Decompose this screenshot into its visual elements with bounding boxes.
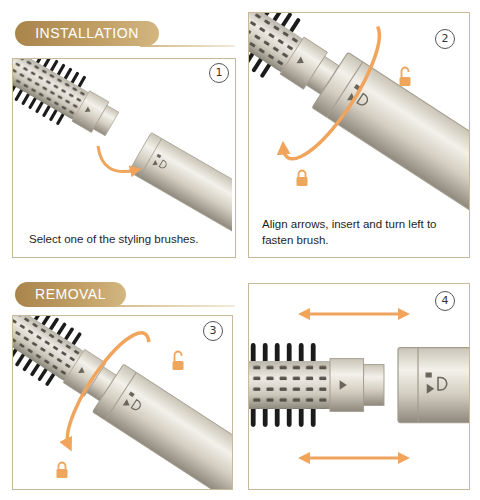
step-number: 4: [435, 291, 455, 311]
heading-rule: [140, 45, 235, 47]
pull-arrow: [304, 313, 404, 316]
turn-arrow: [55, 323, 152, 451]
step-three-art: [13, 316, 232, 489]
turn-arrow: [280, 19, 394, 170]
lock-icon: [57, 463, 68, 479]
heading-rule: [100, 305, 235, 307]
unlock-icon: [400, 68, 411, 87]
step-four-art: [249, 314, 469, 458]
step-one-art: [13, 59, 232, 257]
pull-arrow: [304, 457, 404, 460]
section-heading-pill: INSTALLATION: [15, 21, 159, 46]
step-panel: 4: [248, 283, 470, 490]
insert-arrow: [98, 146, 136, 172]
section-heading-pill: REMOVAL: [15, 282, 126, 307]
step-number: 2: [435, 29, 455, 49]
brush-head: [249, 345, 384, 424]
step-panel: 2Align arrows, insert and turn left to f…: [248, 12, 470, 258]
section-heading: INSTALLATION: [35, 25, 139, 42]
step-panel: 1Select one of the styling brushes.: [12, 58, 236, 258]
dryer-handle: [398, 348, 469, 423]
unlock-icon: [173, 352, 184, 371]
step-two-art: [249, 13, 469, 251]
step-number: 3: [203, 321, 223, 341]
section-heading: REMOVAL: [35, 286, 106, 303]
step-caption: Select one of the styling brushes.: [29, 231, 229, 248]
lock-icon: [297, 171, 308, 187]
step-caption: Align arrows, insert and turn left to fa…: [262, 216, 448, 249]
step-panel: 3: [12, 315, 233, 490]
brush-head: [13, 59, 125, 147]
dryer-handle: [92, 364, 232, 489]
step-number: 1: [209, 63, 229, 83]
